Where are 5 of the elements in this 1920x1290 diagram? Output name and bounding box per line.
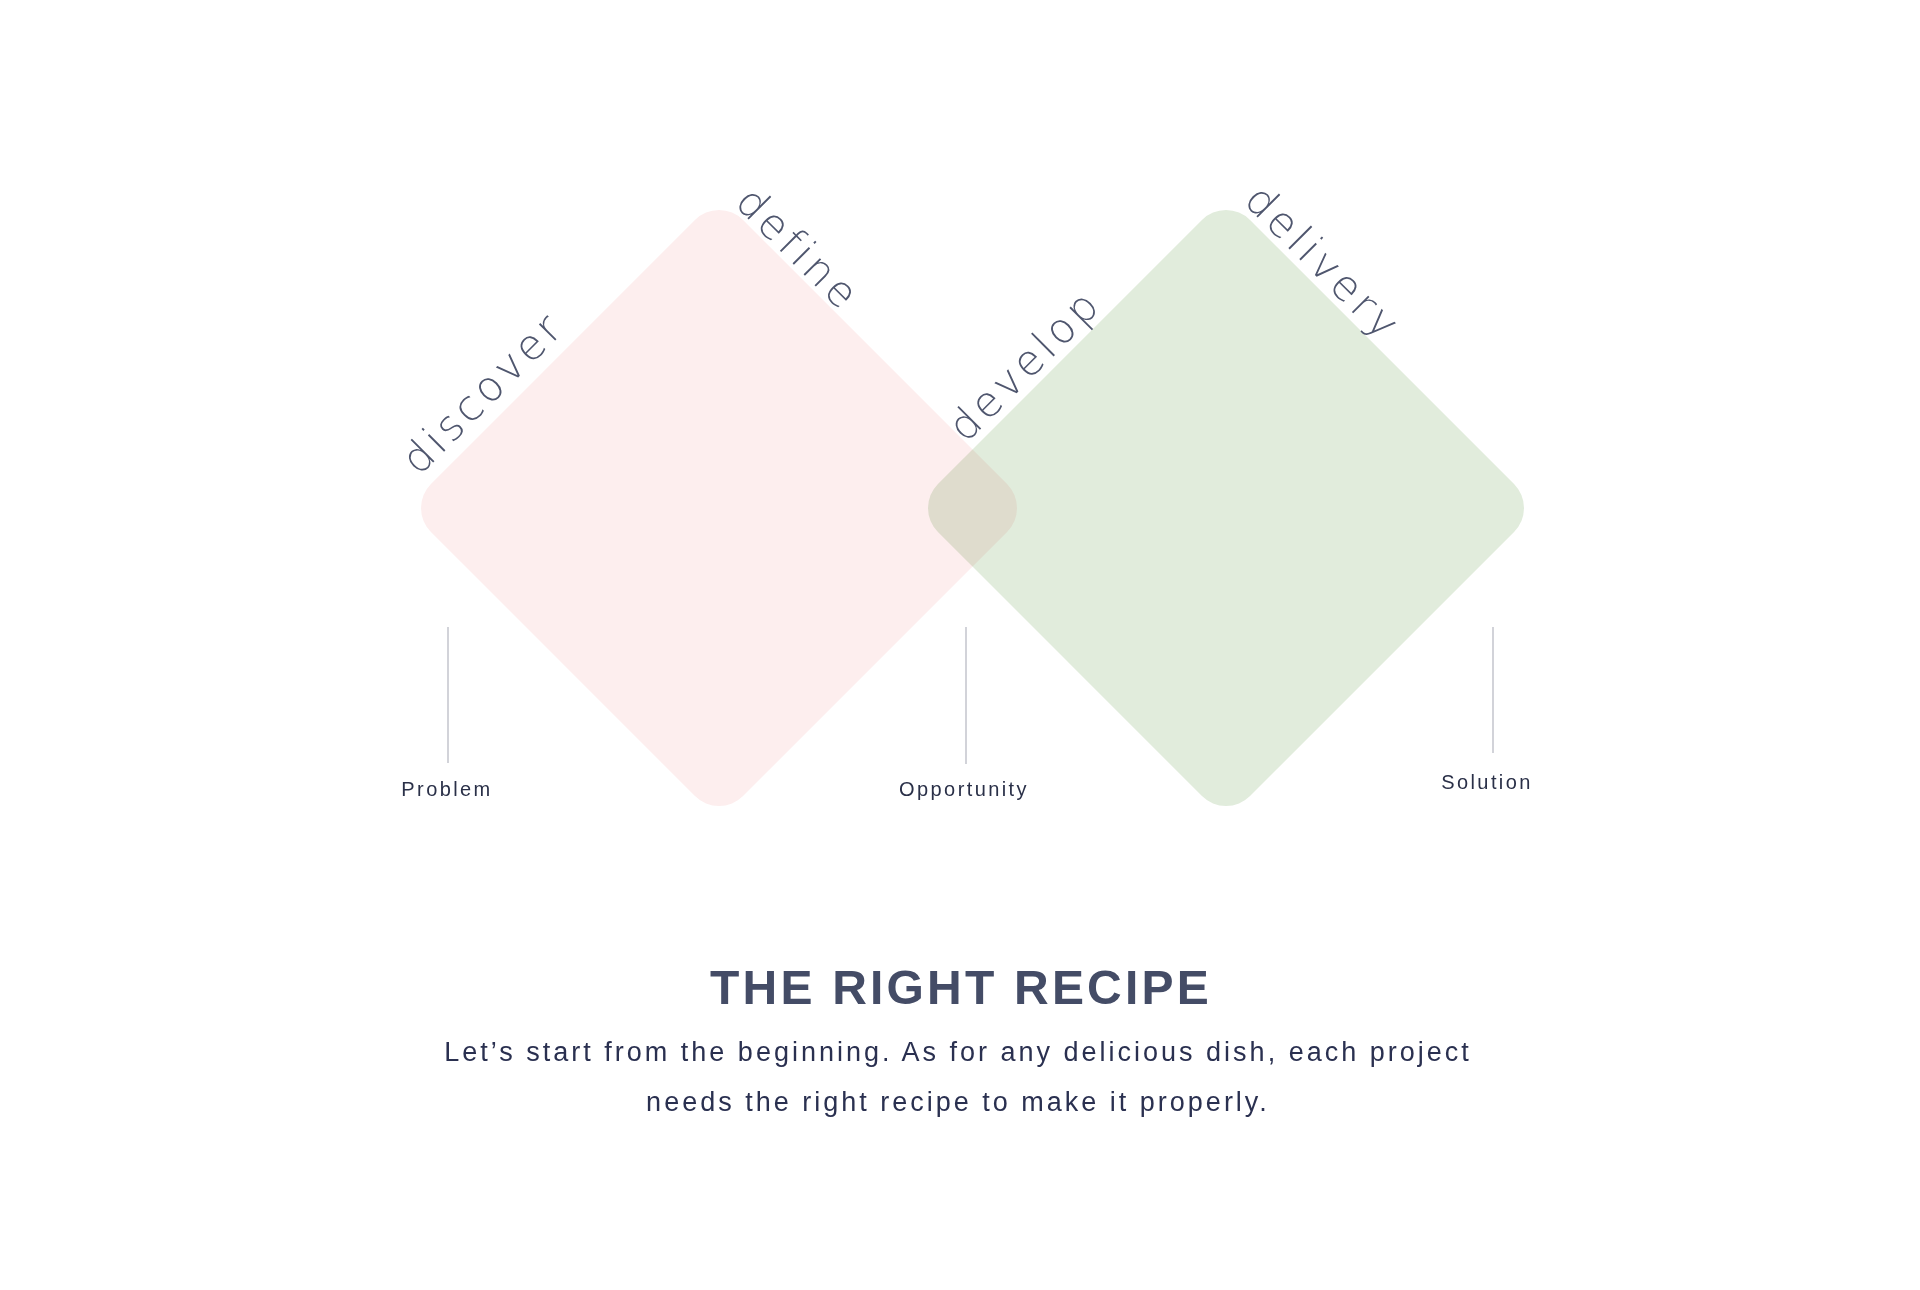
caption-text: Let’s start from the beginning. As for any delicious dish, each project needs the right recipe to make it properly. bbox=[443, 1036, 1473, 1119]
milestone-label: Problem bbox=[401, 778, 493, 800]
milestone-label: Solution bbox=[1441, 771, 1533, 793]
milestone-label: Opportunity bbox=[899, 778, 1029, 800]
title: THE RIGHT RECIPE bbox=[710, 962, 1212, 1015]
